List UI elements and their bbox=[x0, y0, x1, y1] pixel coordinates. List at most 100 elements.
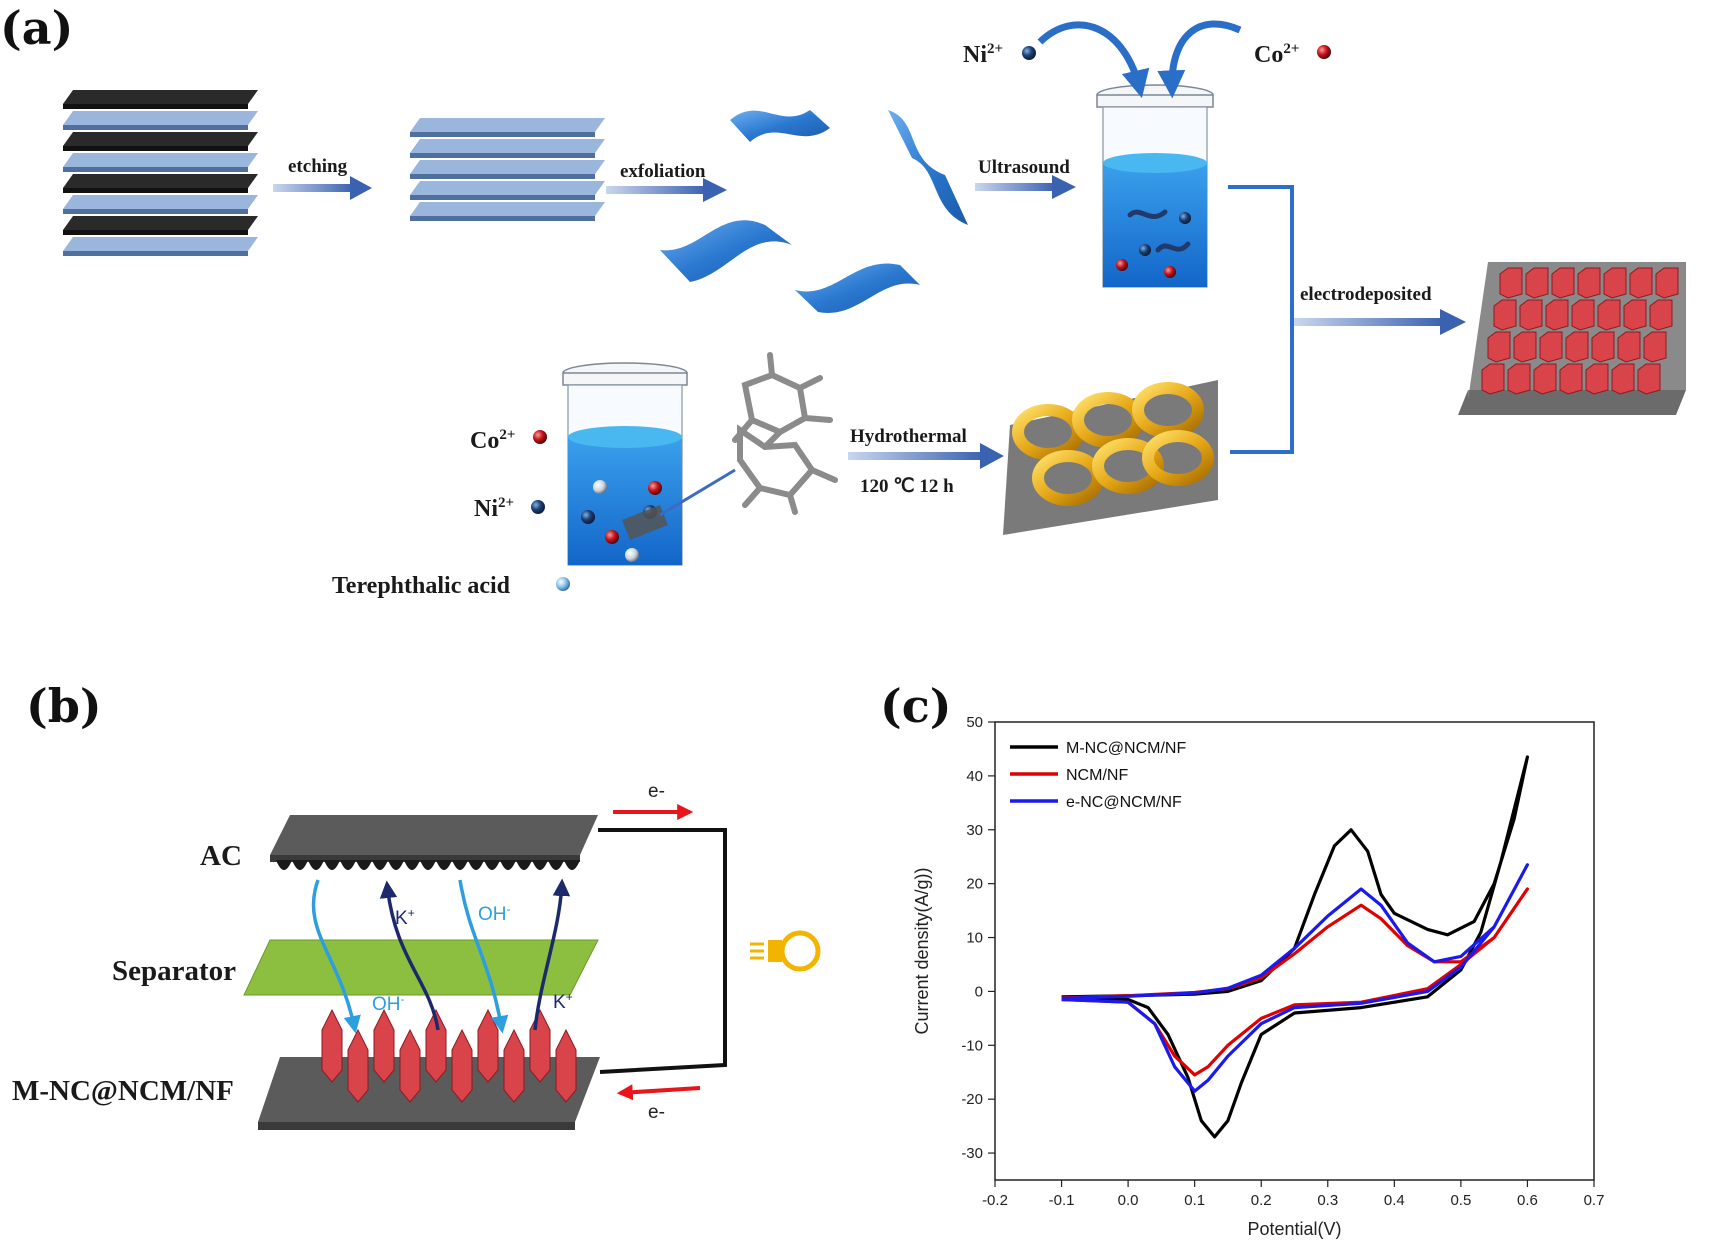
mof-ring bbox=[1142, 430, 1214, 486]
ac-bump bbox=[276, 860, 292, 870]
crystal bbox=[1493, 299, 1517, 331]
ac-bump bbox=[468, 860, 484, 870]
x-tick-label: 0.4 bbox=[1384, 1192, 1405, 1209]
ac-bump bbox=[308, 860, 324, 870]
mxene-stack bbox=[410, 118, 605, 221]
stack-layer bbox=[63, 111, 258, 125]
ac-electrode bbox=[270, 815, 598, 870]
stack-layer bbox=[63, 174, 258, 188]
lightbulb-icon bbox=[750, 930, 821, 972]
y-tick-label: 30 bbox=[966, 822, 983, 839]
electron-arrow-bottom bbox=[616, 1084, 701, 1101]
y-tick-label: -30 bbox=[961, 1145, 983, 1162]
k-arrow-right bbox=[533, 878, 571, 1031]
x-tick-label: -0.2 bbox=[982, 1192, 1008, 1209]
electrode-crystal bbox=[529, 1008, 551, 1083]
crystal bbox=[1519, 299, 1543, 331]
co-curved-arrow bbox=[1157, 20, 1242, 99]
ac-bump bbox=[532, 860, 548, 870]
ultrasound-arrow: Ultrasound bbox=[975, 157, 1076, 199]
crystal bbox=[1649, 299, 1673, 331]
hydrothermal-condition-label: 120 ℃ 12 h bbox=[860, 476, 954, 497]
crystal bbox=[1533, 363, 1557, 395]
ac-bump bbox=[388, 860, 404, 870]
hydrothermal-label: Hydrothermal bbox=[850, 426, 967, 447]
ni-left-base: Ni bbox=[474, 496, 498, 522]
co-ion-left: Co2+ bbox=[470, 427, 547, 454]
ac-bump bbox=[340, 860, 356, 870]
legend-label-1: NCM/NF bbox=[1066, 767, 1128, 784]
x-tick-label: 0.5 bbox=[1450, 1192, 1471, 1209]
crystal bbox=[1585, 363, 1609, 395]
stack-layer-edge bbox=[63, 209, 248, 214]
stack-layer-edge bbox=[410, 132, 595, 137]
mof-rings-substrate bbox=[1003, 380, 1218, 535]
series-line-0 bbox=[1061, 755, 1529, 1139]
crystal bbox=[1525, 267, 1549, 299]
stack-layer-edge bbox=[410, 153, 595, 158]
legend-label-0: M-NC@NCM/NF bbox=[1066, 740, 1186, 757]
crystal bbox=[1623, 299, 1647, 331]
electrode-crystal bbox=[321, 1008, 343, 1083]
external-circuit-wire bbox=[598, 828, 727, 1074]
nanosheet-ribbons bbox=[660, 110, 968, 313]
terephthalic-ball-icon bbox=[556, 577, 570, 591]
crystal bbox=[1643, 331, 1667, 363]
stack-layer bbox=[63, 216, 258, 230]
stack-layer bbox=[410, 139, 605, 153]
svg-text:Co2+: Co2+ bbox=[470, 427, 515, 454]
legend-label-2: e-NC@NCM/NF bbox=[1066, 794, 1182, 811]
co-ion-ball-icon bbox=[1317, 45, 1331, 59]
y-tick-label: 10 bbox=[966, 930, 983, 947]
crystal bbox=[1629, 267, 1653, 299]
oh-bottom-label: OH- bbox=[372, 992, 405, 1015]
electrode-crystal bbox=[503, 1028, 525, 1103]
electrode-crystal bbox=[347, 1028, 369, 1103]
mof-ring bbox=[1092, 438, 1164, 494]
stack-layer-edge bbox=[63, 188, 248, 193]
y-tick-label: -10 bbox=[961, 1037, 983, 1054]
x-tick-label: 0.1 bbox=[1184, 1192, 1205, 1209]
svg-text:Co2+: Co2+ bbox=[1254, 41, 1299, 68]
electrode-crystal bbox=[373, 1008, 395, 1083]
x-tick-label: -0.1 bbox=[1049, 1192, 1075, 1209]
ac-bump bbox=[452, 860, 468, 870]
y-axis-title: Current density(A/g)) bbox=[912, 867, 932, 1034]
y-tick-label: -20 bbox=[961, 1091, 983, 1108]
stack-layer bbox=[63, 195, 258, 209]
ac-bump bbox=[564, 860, 580, 870]
oh-top-label: OH- bbox=[478, 902, 511, 925]
stack-layer bbox=[410, 202, 605, 216]
ni-ion-left: Ni2+ bbox=[474, 495, 545, 522]
beaker-bottom bbox=[562, 362, 736, 566]
separator-membrane bbox=[243, 939, 599, 996]
y-tick-label: 0 bbox=[975, 983, 983, 1000]
ac-label: AC bbox=[200, 840, 242, 872]
ni-ion-top: Ni2+ bbox=[963, 41, 1036, 68]
x-tick-label: 0.0 bbox=[1118, 1192, 1139, 1209]
final-electrode bbox=[1458, 262, 1686, 415]
crystal bbox=[1487, 331, 1511, 363]
ac-bump bbox=[404, 860, 420, 870]
series-line-1 bbox=[1061, 887, 1529, 1077]
exfoliation-label: exfoliation bbox=[620, 161, 706, 182]
panel-a: (a) etching exfoliation bbox=[0, 1, 1686, 599]
ac-bump bbox=[420, 860, 436, 870]
m-nc-electrode bbox=[258, 1008, 600, 1130]
separator-label: Separator bbox=[112, 955, 236, 987]
stack-layer bbox=[410, 118, 605, 132]
svg-text:Ni2+: Ni2+ bbox=[963, 41, 1003, 68]
ac-bump bbox=[372, 860, 388, 870]
crystal bbox=[1513, 331, 1537, 363]
crystal bbox=[1603, 267, 1627, 299]
max-phase-stack bbox=[63, 90, 258, 256]
ac-bump bbox=[292, 860, 308, 870]
stack-layer bbox=[63, 153, 258, 167]
y-tick-label: 20 bbox=[966, 876, 983, 893]
merge-bracket bbox=[1228, 185, 1294, 454]
crystal bbox=[1539, 331, 1563, 363]
ac-bump bbox=[484, 860, 500, 870]
terephthalic-acid-text: Terephthalic acid bbox=[332, 573, 511, 599]
